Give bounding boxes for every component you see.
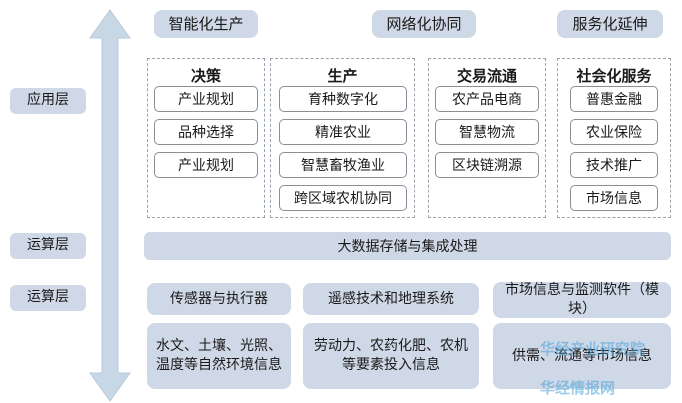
list-item: 品种选择 (154, 119, 258, 145)
layer-label-application: 应用层 (10, 88, 86, 114)
list-item: 精准农业 (279, 119, 407, 145)
group-production: 生产 育种数字化 精准农业 智慧畜牧渔业 跨区域农机协同 (270, 58, 415, 218)
list-item: 普惠金融 (570, 86, 658, 112)
list-item: 跨区域农机协同 (279, 185, 407, 211)
list-item: 产业规划 (154, 86, 258, 112)
perception-header-sensors: 传感器与执行器 (147, 283, 291, 315)
list-item: 农业保险 (570, 119, 658, 145)
list-item: 智慧畜牧渔业 (279, 152, 407, 178)
list-item: 育种数字化 (279, 86, 407, 112)
list-item: 区块链溯源 (435, 152, 539, 178)
layer-label-compute-2: 运算层 (10, 285, 86, 311)
perception-detail-market: 供需、流通等市场信息 (493, 323, 671, 389)
group-social-services: 社会化服务 普惠金融 农业保险 技术推广 市场信息 (557, 58, 671, 218)
group-trade-circulation: 交易流通 农产品电商 智慧物流 区块链溯源 (428, 58, 546, 218)
tag-network-collaboration: 网络化协同 (372, 10, 476, 38)
perception-detail-environment: 水文、土壤、光照、温度等自然环境信息 (147, 323, 291, 389)
group-title: 决策 (190, 67, 221, 85)
group-title: 交易流通 (456, 67, 517, 85)
list-item: 技术推广 (570, 152, 658, 178)
watermark-line-2: 华经情报网 (540, 379, 616, 397)
layer-label-compute: 运算层 (10, 233, 86, 259)
perception-detail-inputs: 劳动力、农药化肥、农机等要素投入信息 (303, 323, 479, 389)
list-item: 农产品电商 (435, 86, 539, 112)
list-item: 市场信息 (570, 185, 658, 211)
watermark-line-1: 华经产业研究院 (540, 340, 646, 358)
list-item: 智慧物流 (435, 119, 539, 145)
perception-header-remote-sensing: 遥感技术和地理系统 (303, 283, 479, 315)
tag-smart-production: 智能化生产 (154, 10, 258, 38)
tag-service-extension: 服务化延伸 (557, 10, 663, 38)
group-decision: 决策 产业规划 品种选择 产业规划 (147, 58, 265, 218)
perception-header-market-monitoring: 市场信息与监测软件（模块） (493, 282, 671, 318)
compute-bar: 大数据存储与集成处理 (144, 232, 671, 260)
group-title: 生产 (327, 67, 358, 85)
vertical-arrow (89, 9, 131, 402)
list-item: 产业规划 (154, 152, 258, 178)
group-title: 社会化服务 (576, 67, 652, 85)
